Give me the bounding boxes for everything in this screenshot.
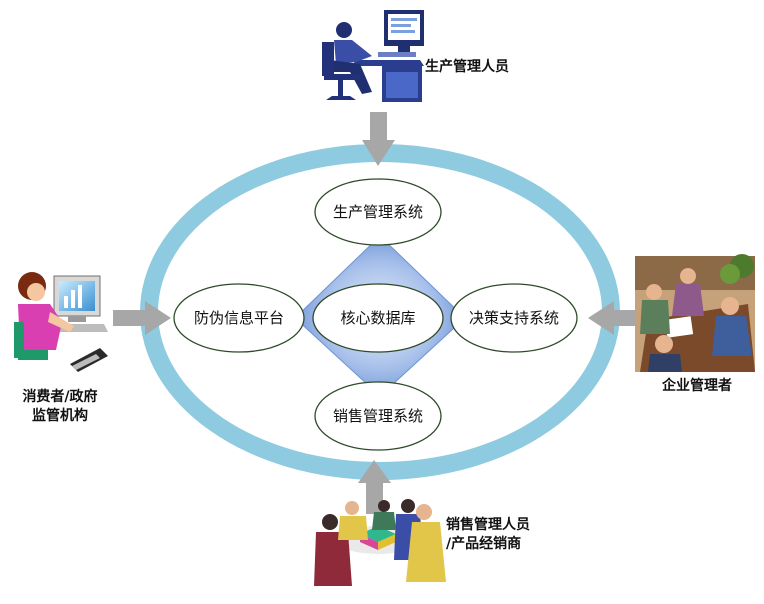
- node-decision-support: 决策支持系统: [450, 283, 578, 353]
- production-manager-illustration: [322, 10, 424, 102]
- node-anticounterfeit-label: 防伪信息平台: [194, 309, 284, 327]
- enterprise-manager-photo: [635, 254, 755, 372]
- sales-label-line2: /产品经销商: [446, 535, 521, 552]
- arrow-left-right: [588, 301, 640, 335]
- consumer-illustration: [14, 272, 108, 372]
- node-decision-label: 决策支持系统: [469, 309, 559, 327]
- node-core-database: 核心数据库: [312, 283, 444, 353]
- node-production-system: 生产管理系统: [314, 178, 442, 246]
- arrow-down-top: [362, 112, 395, 166]
- arrow-right-left: [113, 301, 171, 335]
- consumer-label-line2: 监管机构: [32, 407, 88, 424]
- consumer-label-line1: 消费者/政府: [22, 388, 97, 405]
- node-anticounterfeit-platform: 防伪信息平台: [173, 283, 305, 353]
- node-core-label: 核心数据库: [340, 309, 415, 327]
- production-manager-label: 生产管理人员: [425, 58, 509, 75]
- node-production-label: 生产管理系统: [333, 203, 423, 221]
- node-sales-system: 销售管理系统: [314, 381, 442, 451]
- node-sales-label: 销售管理系统: [333, 407, 423, 425]
- enterprise-manager-label: 企业管理者: [661, 377, 732, 394]
- sales-label-line1: 销售管理人员: [446, 516, 530, 533]
- sales-team-illustration: [314, 499, 446, 586]
